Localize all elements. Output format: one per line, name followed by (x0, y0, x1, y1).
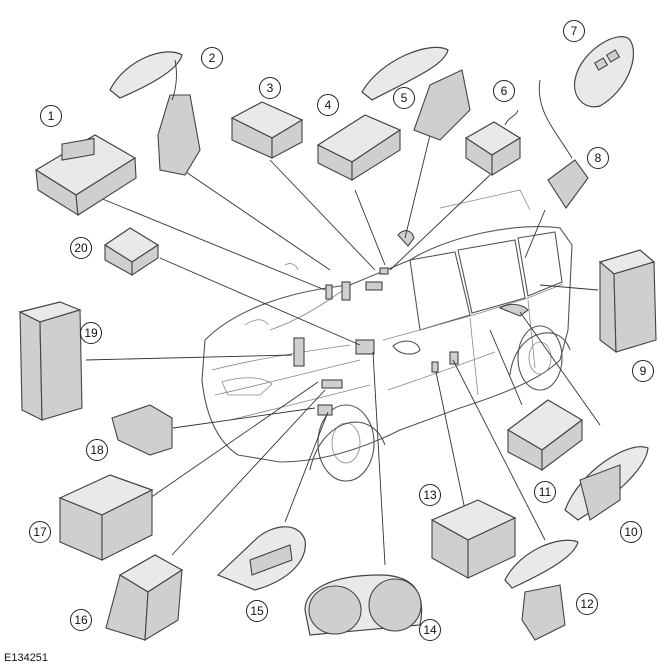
callout-20: 20 (70, 237, 92, 259)
component-9-module (598, 249, 657, 354)
figure-id: E134251 (4, 652, 49, 664)
callout-4: 4 (317, 94, 339, 116)
component-14-instrument-cluster (304, 574, 423, 636)
callout-9: 9 (632, 360, 654, 382)
callout-17: 17 (29, 521, 51, 543)
component-13-module (430, 499, 517, 579)
callout-2: 2 (201, 47, 223, 69)
component-4-module (316, 114, 402, 181)
component-20-module (103, 227, 160, 277)
callout-6: 6 (493, 80, 515, 102)
callout-10: 10 (620, 521, 642, 543)
component-17-battery (58, 474, 154, 561)
component-10-latch (564, 446, 649, 521)
component-18-bracket (111, 404, 173, 456)
component-2-latch (109, 51, 201, 176)
callout-16: 16 (70, 609, 92, 631)
callout-11: 11 (534, 481, 556, 503)
callout-14: 14 (419, 619, 441, 641)
callout-15: 15 (246, 600, 268, 622)
component-11-module (506, 399, 584, 472)
callout-13: 13 (419, 484, 441, 506)
component-15-switch (216, 526, 306, 591)
component-1-module (34, 134, 137, 217)
component-3-module (230, 101, 304, 159)
component-5-latch (361, 46, 471, 141)
component-8-sensor (538, 79, 589, 209)
leader-lines (85, 134, 601, 566)
callout-7: 7 (563, 20, 585, 42)
callout-3: 3 (259, 77, 281, 99)
callout-5: 5 (393, 87, 415, 109)
callout-19: 19 (80, 322, 102, 344)
vehicle-outline (201, 189, 573, 482)
callout-18: 18 (86, 439, 108, 461)
component-6-module (464, 109, 522, 177)
callout-1: 1 (40, 105, 62, 127)
component-12-latch (504, 539, 579, 641)
callout-12: 12 (576, 593, 598, 615)
component-19-fuse-box (18, 301, 83, 421)
component-16-box (105, 554, 184, 642)
component-7-key-fob (573, 36, 635, 108)
vehicle-component-markers (293, 230, 529, 416)
callout-8: 8 (587, 147, 609, 169)
